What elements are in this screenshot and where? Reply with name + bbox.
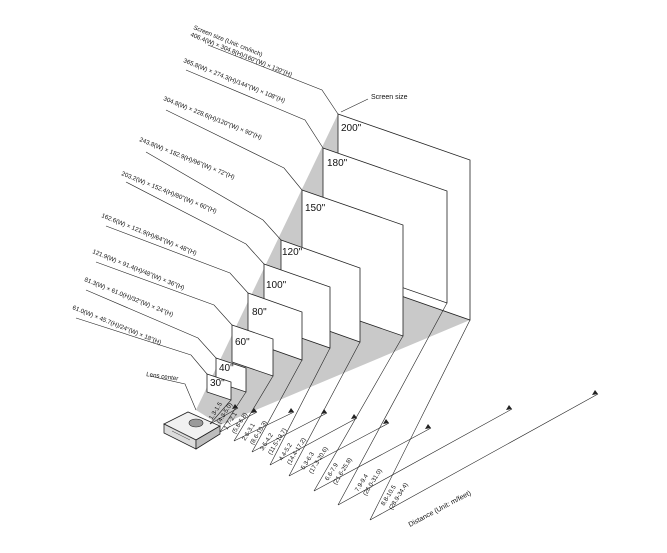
screen-size-labels: 200" 180" 150" 120" 100" 80" 60" 40" 30" — [210, 123, 362, 389]
screen-dims-30: 61.0(W) × 45.7(H)/24"(W) × 18"(H) — [71, 304, 162, 346]
screen-size-label: 150" — [305, 203, 326, 214]
projector — [163, 411, 221, 450]
screen-size-label: 80" — [252, 307, 267, 318]
screen-size-label: 60" — [235, 337, 250, 348]
screen-dims-80: 162.6(W) × 121.9(H)/64"(W) × 48"(H) — [100, 212, 197, 257]
distance-arrowheads — [232, 390, 598, 429]
dimension-leaders — [75, 44, 339, 375]
screen-size-leader — [340, 98, 369, 113]
screen-dims-120: 243.8(W) × 182.9(H)/96"(W) × 72"(H) — [138, 136, 235, 181]
screen-size-tag: Screen size — [371, 94, 408, 101]
screen-size-label: 100" — [266, 280, 287, 291]
screen-dims-150: 304.8(W) × 228.6(H)/120"(W) × 90"(H) — [162, 95, 262, 141]
screens-group — [206, 113, 471, 401]
lens-center-leader — [149, 375, 197, 411]
distance-lines — [209, 302, 599, 521]
screen-dims-100: 203.2(W) × 152.4(H)/80"(W) × 60"(H) — [120, 170, 217, 215]
screen-size-label: 120" — [282, 247, 303, 258]
lens-center-label: Lens center — [146, 371, 179, 382]
distance-axis-label: Distance (Unit: m/feet) — [408, 490, 473, 529]
screen-size-label: 200" — [341, 123, 362, 134]
screen-size-label: 40" — [219, 363, 234, 374]
screen-size-label: 180" — [327, 158, 348, 169]
screen-size-label: 30" — [210, 378, 225, 389]
